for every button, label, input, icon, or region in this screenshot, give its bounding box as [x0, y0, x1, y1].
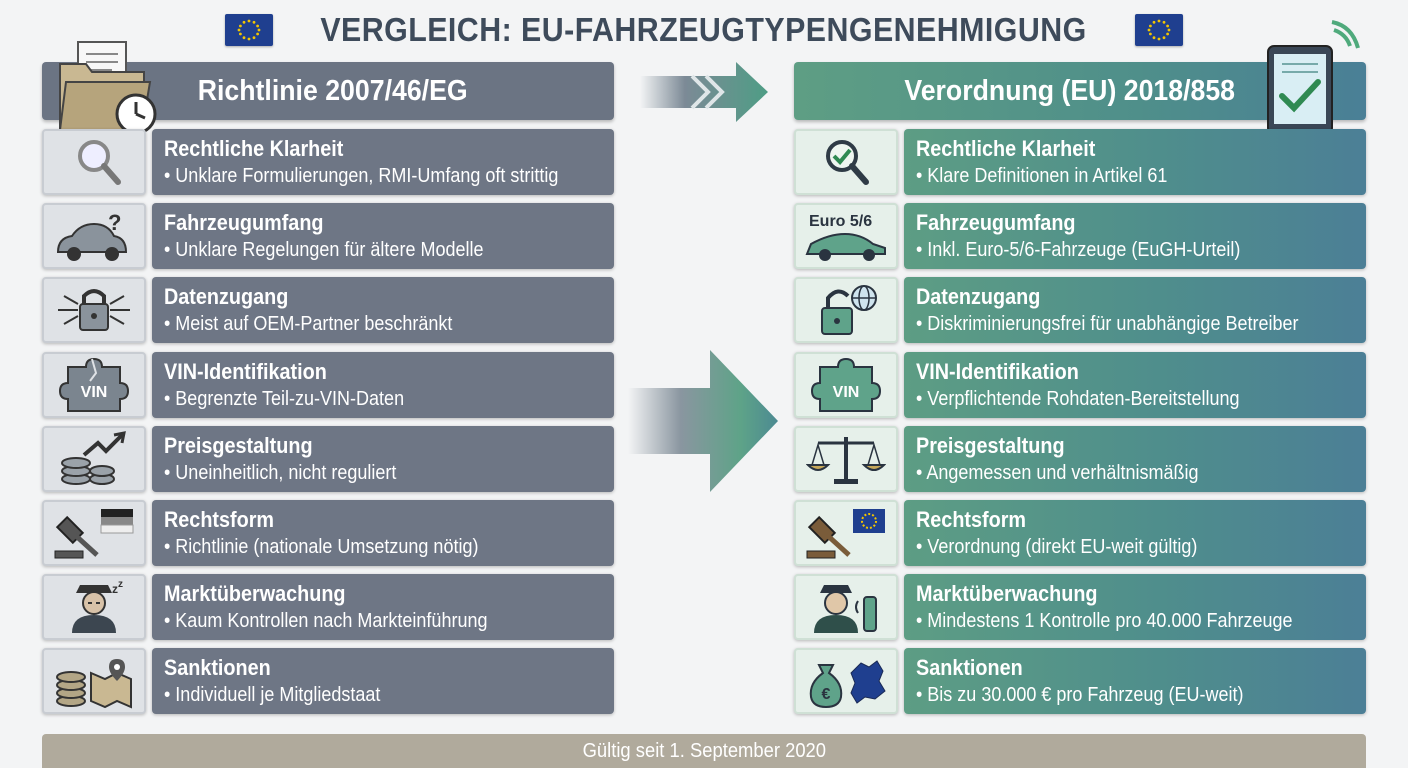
right-row-4: VIN VIN-IdentifikationVerpflichtende Rohd… — [794, 352, 1366, 418]
row-title: Preisgestaltung — [164, 433, 313, 458]
left-row-text: SanktionenIndividuell je Mitgliedstaat — [152, 648, 614, 714]
row-description: Meist auf OEM-Partner beschränkt — [164, 311, 558, 337]
row-title: Rechtliche Klarheit — [164, 136, 344, 161]
tablet-check-icon — [1267, 20, 1360, 135]
row-title: Datenzugang — [164, 284, 289, 309]
left-row-5: PreisgestaltungUneinheitlich, nicht regu… — [42, 426, 614, 492]
magnifier-check-icon — [794, 129, 898, 195]
right-row-text: Rechtliche KlarheitKlare Definitionen in… — [904, 129, 1366, 195]
left-row-8: SanktionenIndividuell je Mitgliedstaat — [42, 648, 614, 714]
row-description: Verpflichtende Rohdaten-Bereitstellung — [916, 386, 1310, 412]
left-header-label: Richtlinie 2007/46/EG — [198, 74, 468, 107]
left-row-text: MarktüberwachungKaum Kontrollen nach Mar… — [152, 574, 614, 640]
row-description: Unklare Formulierungen, RMI-Umfang oft s… — [164, 163, 558, 189]
moneybag-eu-map-icon: € — [794, 648, 898, 714]
page-title: VERGLEICH: EU-FAHRZEUGTYPENGENEHMIGUNG — [320, 11, 1088, 48]
row-title: Rechtsform — [164, 507, 275, 532]
gavel-eu-flag-icon — [794, 500, 898, 566]
left-row-3: DatenzugangMeist auf OEM-Partner beschrä… — [42, 277, 614, 343]
row-title: Rechtsform — [916, 507, 1027, 532]
svg-text:z: z — [112, 582, 118, 596]
svg-text:z: z — [118, 579, 123, 590]
right-row-7: MarktüberwachungMindestens 1 Kontrolle p… — [794, 574, 1366, 640]
row-description: Uneinheitlich, nicht reguliert — [164, 460, 558, 486]
right-row-text: PreisgestaltungAngemessen und verhältnis… — [904, 426, 1366, 492]
left-row-1: Rechtliche KlarheitUnklare Formulierunge… — [42, 129, 614, 195]
row-description: Angemessen und verhältnismäßig — [916, 460, 1310, 486]
balance-scale-icon — [794, 426, 898, 492]
row-description: Klare Definitionen in Artikel 61 — [916, 163, 1310, 189]
folder-clock-icon — [58, 41, 157, 135]
row-title: VIN-Identifikation — [916, 359, 1079, 384]
puzzle-vin-icon: VIN — [794, 352, 898, 418]
row-description: Kaum Kontrollen nach Markteinführung — [164, 608, 558, 634]
footer-label: Gültig seit 1. September 2020 — [582, 739, 826, 762]
right-row-1: Rechtliche KlarheitKlare Definitionen in… — [794, 129, 1366, 195]
coins-map-icon — [42, 648, 146, 714]
eu-flag-icon — [225, 14, 274, 46]
modern-car-icon: Euro 5/6 — [794, 203, 898, 269]
svg-text:?: ? — [108, 210, 121, 235]
row-title: Preisgestaltung — [916, 433, 1065, 458]
row-description: Bis zu 30.000 € pro Fahrzeug (EU-weit) — [916, 682, 1310, 708]
old-car-question-icon: ? — [42, 203, 146, 269]
row-title: Fahrzeugumfang — [916, 210, 1076, 235]
row-title: Datenzugang — [916, 284, 1041, 309]
row-title: Sanktionen — [916, 655, 1023, 680]
svg-text:Euro 5/6: Euro 5/6 — [809, 213, 872, 230]
row-title: Sanktionen — [164, 655, 271, 680]
left-row-4: VIN VIN-IdentifikationBegrenzte Teil-zu-V… — [42, 352, 614, 418]
row-description: Unklare Regelungen für ältere Modelle — [164, 237, 558, 263]
arrow-middle-icon — [628, 350, 778, 492]
svg-text:€: € — [822, 686, 831, 703]
right-row-3: DatenzugangDiskriminierungsfrei für unab… — [794, 277, 1366, 343]
row-description: Inkl. Euro-5/6-Fahrzeuge (EuGH-Urteil) — [916, 237, 1310, 263]
left-row-2: ? FahrzeugumfangUnklare Regelungen für äl… — [42, 203, 614, 269]
right-header-label: Verordnung (EU) 2018/858 — [904, 74, 1236, 107]
title-bar: VERGLEICH: EU-FAHRZEUGTYPENGENEHMIGUNG — [0, 8, 1408, 52]
left-row-text: VIN-IdentifikationBegrenzte Teil-zu-VIN-… — [152, 352, 614, 418]
right-row-8: € SanktionenBis zu 30.000 € pro Fahrzeug … — [794, 648, 1366, 714]
eu-flag-icon — [1134, 14, 1183, 46]
footer-validity: Gültig seit 1. September 2020 — [42, 734, 1366, 768]
arrow-top-icon — [640, 62, 768, 122]
right-row-text: DatenzugangDiskriminierungsfrei für unab… — [904, 277, 1366, 343]
right-row-text: VIN-IdentifikationVerpflichtende Rohdate… — [904, 352, 1366, 418]
svg-text:VIN: VIN — [833, 384, 860, 401]
row-description: Begrenzte Teil-zu-VIN-Daten — [164, 386, 558, 412]
row-description: Individuell je Mitgliedstaat — [164, 682, 558, 708]
gavel-national-flag-icon — [42, 500, 146, 566]
padlock-network-icon — [42, 277, 146, 343]
left-row-7: zzMarktüberwachungKaum Kontrollen nach M… — [42, 574, 614, 640]
right-row-6: RechtsformVerordnung (direkt EU-weit gül… — [794, 500, 1366, 566]
right-row-text: MarktüberwachungMindestens 1 Kontrolle p… — [904, 574, 1366, 640]
right-row-5: PreisgestaltungAngemessen und verhältnis… — [794, 426, 1366, 492]
row-description: Diskriminierungsfrei für unabhängige Bet… — [916, 311, 1310, 337]
row-description: Mindestens 1 Kontrolle pro 40.000 Fahrze… — [916, 608, 1310, 634]
row-description: Verordnung (direkt EU-weit gültig) — [916, 534, 1310, 560]
left-row-text: Rechtliche KlarheitUnklare Formulierunge… — [152, 129, 614, 195]
magnifier-icon — [42, 129, 146, 195]
row-description: Richtlinie (nationale Umsetzung nötig) — [164, 534, 558, 560]
right-row-text: RechtsformVerordnung (direkt EU-weit gül… — [904, 500, 1366, 566]
row-title: Fahrzeugumfang — [164, 210, 324, 235]
right-row-text: SanktionenBis zu 30.000 € pro Fahrzeug (… — [904, 648, 1366, 714]
row-title: Marktüberwachung — [916, 581, 1098, 606]
row-title: Marktüberwachung — [164, 581, 346, 606]
broken-puzzle-vin-icon: VIN — [42, 352, 146, 418]
left-row-text: DatenzugangMeist auf OEM-Partner beschrä… — [152, 277, 614, 343]
right-row-text: FahrzeugumfangInkl. Euro-5/6-Fahrzeuge (… — [904, 203, 1366, 269]
row-title: VIN-Identifikation — [164, 359, 327, 384]
left-row-6: RechtsformRichtlinie (nationale Umsetzun… — [42, 500, 614, 566]
left-row-text: PreisgestaltungUneinheitlich, nicht regu… — [152, 426, 614, 492]
coins-trend-icon — [42, 426, 146, 492]
svg-text:VIN: VIN — [81, 384, 108, 401]
row-title: Rechtliche Klarheit — [916, 136, 1096, 161]
left-row-text: RechtsformRichtlinie (nationale Umsetzun… — [152, 500, 614, 566]
officer-scanner-icon — [794, 574, 898, 640]
right-row-2: Euro 5/6 FahrzeugumfangInkl. Euro-5/6-Fah… — [794, 203, 1366, 269]
unlocked-globe-icon — [794, 277, 898, 343]
left-row-text: FahrzeugumfangUnklare Regelungen für ält… — [152, 203, 614, 269]
